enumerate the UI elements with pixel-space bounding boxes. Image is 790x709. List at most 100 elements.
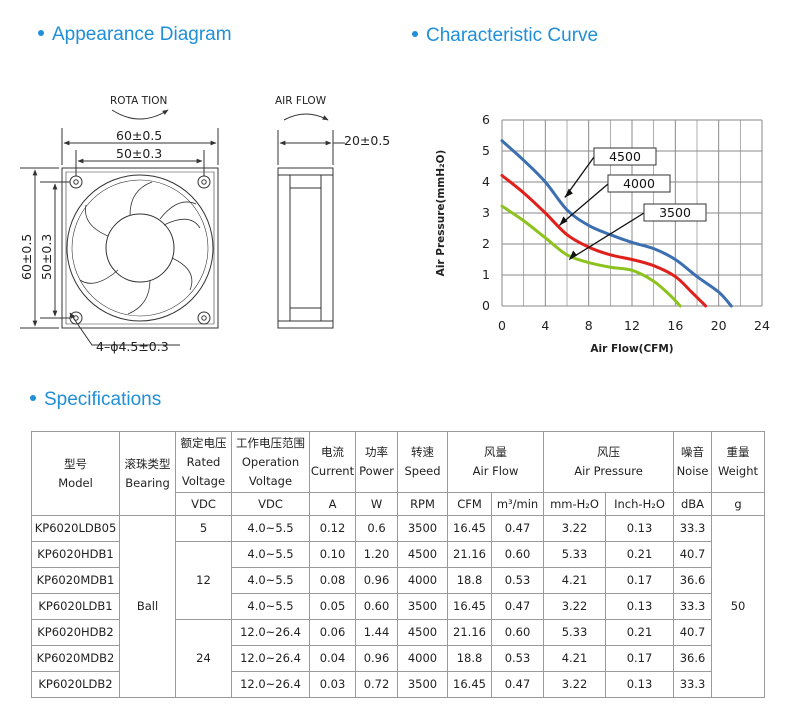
callout-leader [558, 183, 609, 226]
operation-voltage-cell: 12.0~26.4 [231, 671, 310, 698]
rated-voltage-cell: 12 [175, 541, 232, 620]
unit-cell: mm-H₂O [543, 492, 607, 516]
unit-cell: Inch-H₂O [605, 492, 675, 516]
callout-box [643, 203, 707, 222]
m3min-cell: 0.60 [490, 541, 545, 568]
appearance-diagram: ROTA TION AIR FLOW 60±0.5 50±0.3 60±0.5 … [19, 95, 390, 354]
series-line-4000 [500, 173, 708, 308]
fan-hub [105, 213, 175, 283]
airflow-arrow-icon [283, 113, 329, 121]
callout-box [607, 174, 671, 193]
dim-outer-height: 60±0.5 [19, 234, 34, 280]
current-cell: 0.10 [309, 541, 356, 568]
dim-outer-width: 60±0.5 [116, 128, 162, 143]
bullet-icon [30, 394, 36, 401]
power-cell: 1.44 [355, 619, 398, 646]
y-tick-label: 1 [482, 267, 490, 282]
chart-y-axis-label: Air Pressure(mmH₂O) [435, 150, 447, 277]
m3min-cell: 0.53 [490, 645, 545, 672]
x-tick-label: 8 [585, 318, 593, 333]
power-cell: 0.96 [355, 645, 398, 672]
unit-cell: A [309, 492, 356, 516]
current-cell: 0.03 [309, 671, 356, 698]
curve-title-text: Characteristic Curve [426, 25, 599, 46]
x-tick-label: 0 [498, 318, 506, 333]
power-cell: 0.96 [355, 567, 398, 594]
callout-leader [568, 212, 645, 261]
speed-cell: 4500 [397, 541, 448, 568]
cfm-cell: 16.45 [447, 593, 492, 620]
fan-frame-front [61, 167, 219, 329]
y-tick-label: 0 [482, 298, 490, 313]
fan-shroud [66, 174, 214, 322]
unit-cell: VDC [231, 492, 310, 516]
callout-arrow-icon [569, 250, 578, 260]
series-line-3500 [500, 204, 682, 308]
inchh2o-cell: 0.13 [605, 515, 675, 542]
inchh2o-cell: 0.17 [605, 567, 675, 594]
noise-cell: 33.3 [673, 593, 713, 620]
y-tick-label: 3 [482, 205, 490, 220]
cfm-cell: 18.8 [447, 645, 492, 672]
cfm-cell: 21.16 [447, 541, 492, 568]
callout-arrow-icon [559, 216, 568, 226]
dim-depth: 20±0.5 [344, 133, 390, 148]
m3min-cell: 0.60 [490, 619, 545, 646]
operation-voltage-cell: 12.0~26.4 [231, 645, 310, 672]
chart-x-axis-label: Air Flow(CFM) [590, 343, 673, 355]
appearance-title-text: Appearance Diagram [52, 24, 232, 45]
mmh2o-cell: 3.22 [543, 671, 607, 698]
cfm-cell: 18.8 [447, 567, 492, 594]
callout-label-4500: 4500 [609, 149, 641, 164]
speed-cell: 4500 [397, 619, 448, 646]
speed-cell: 3500 [397, 593, 448, 620]
operation-voltage-cell: 4.0~5.5 [231, 541, 310, 568]
appearance-title: Appearance Diagram [38, 24, 232, 46]
cfm-cell: 16.45 [447, 671, 492, 698]
fan-blades [79, 181, 201, 315]
inchh2o-cell: 0.13 [605, 671, 675, 698]
noise-cell: 33.3 [673, 515, 713, 542]
x-tick-label: 12 [624, 318, 640, 333]
power-cell: 1.20 [355, 541, 398, 568]
current-cell: 0.12 [309, 515, 356, 542]
operation-voltage-cell: 12.0~26.4 [231, 619, 310, 646]
m3min-cell: 0.47 [490, 671, 545, 698]
callout-label-3500: 3500 [659, 205, 691, 220]
unit-cell: g [711, 492, 766, 516]
speed-cell: 3500 [397, 671, 448, 698]
rated-voltage-cell: 5 [175, 515, 232, 542]
cfm-cell: 21.16 [447, 619, 492, 646]
series-line-4500 [500, 139, 733, 308]
m3min-cell: 0.47 [490, 593, 545, 620]
callout-arrow-icon [564, 188, 573, 198]
noise-cell: 40.7 [673, 619, 713, 646]
inchh2o-cell: 0.17 [605, 645, 675, 672]
x-tick-label: 24 [754, 318, 770, 333]
callout-box [593, 147, 657, 166]
mmh2o-cell: 3.22 [543, 593, 607, 620]
power-cell: 0.72 [355, 671, 398, 698]
model-cell: KP6020LDB1 [31, 593, 120, 620]
speed-cell: 3500 [397, 515, 448, 542]
rotation-arrow-icon [111, 109, 169, 120]
mmh2o-cell: 3.22 [543, 515, 607, 542]
unit-cell: m³/min [490, 492, 545, 516]
model-cell: KP6020MDB2 [31, 645, 120, 672]
